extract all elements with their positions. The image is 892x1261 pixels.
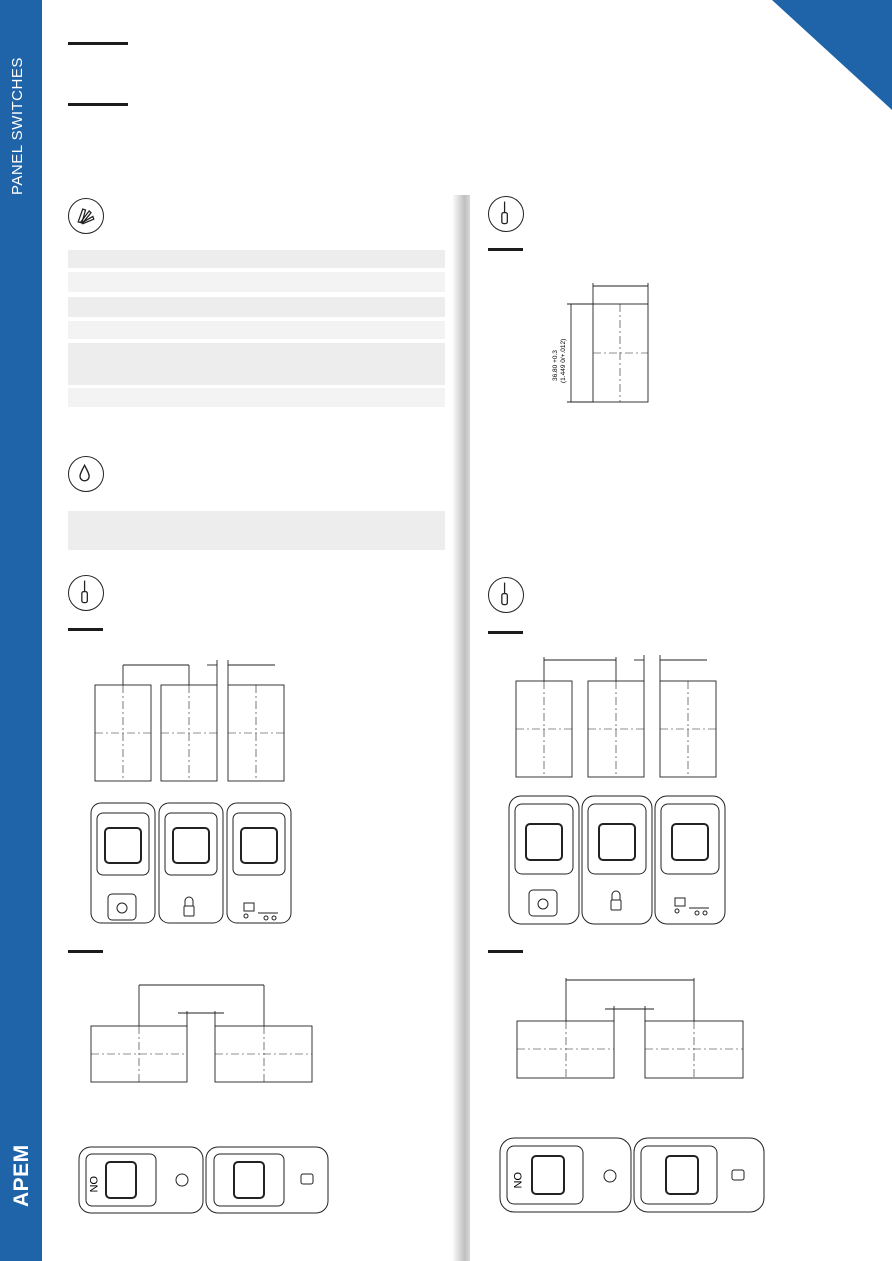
column-divider <box>452 195 470 1261</box>
switch-array-illustration <box>88 798 298 928</box>
section-rule <box>488 950 523 953</box>
header-rule-1 <box>68 42 128 45</box>
screwdriver-icon <box>488 577 524 613</box>
spec-row <box>68 297 445 317</box>
apem-logo: APEM <box>10 1144 33 1207</box>
sealing-row <box>68 511 445 550</box>
vertical-cutout-drawing <box>90 655 290 785</box>
vertical-cutout-drawing <box>512 651 722 781</box>
spec-row <box>68 321 445 339</box>
screwdriver-icon <box>68 575 104 611</box>
cutout-dimension-mm: 36.80 +0.3 <box>552 350 559 381</box>
horizontal-switch-illustration: ON <box>498 1136 768 1216</box>
material-swatch-icon <box>68 198 104 234</box>
horizontal-cutout-drawing <box>88 975 318 1085</box>
horizontal-switch-illustration: ON <box>76 1144 336 1219</box>
cutout-dimension-in: (1.449 0/+.012) <box>560 339 567 383</box>
section-title: PANEL SWITCHES <box>9 57 26 195</box>
section-rule <box>488 248 523 251</box>
spec-row <box>68 272 445 292</box>
section-rule <box>68 628 103 631</box>
corner-decoration <box>772 0 892 110</box>
on-label: ON <box>87 1176 99 1193</box>
horizontal-cutout-drawing <box>514 970 749 1082</box>
screwdriver-icon <box>488 196 524 232</box>
spec-row <box>68 343 445 385</box>
spec-row <box>68 388 445 407</box>
section-rule <box>488 631 523 634</box>
sidebar: PANEL SWITCHES APEM <box>0 0 42 1261</box>
section-rule <box>68 950 103 953</box>
switch-array-illustration <box>507 794 727 926</box>
single-cutout-drawing: 36.80 +0.3 (1.449 0/+.012) <box>540 278 660 408</box>
water-drop-icon <box>68 456 104 492</box>
on-label: ON <box>511 1172 523 1189</box>
header-rule-2 <box>68 103 128 106</box>
spec-row <box>68 250 445 268</box>
